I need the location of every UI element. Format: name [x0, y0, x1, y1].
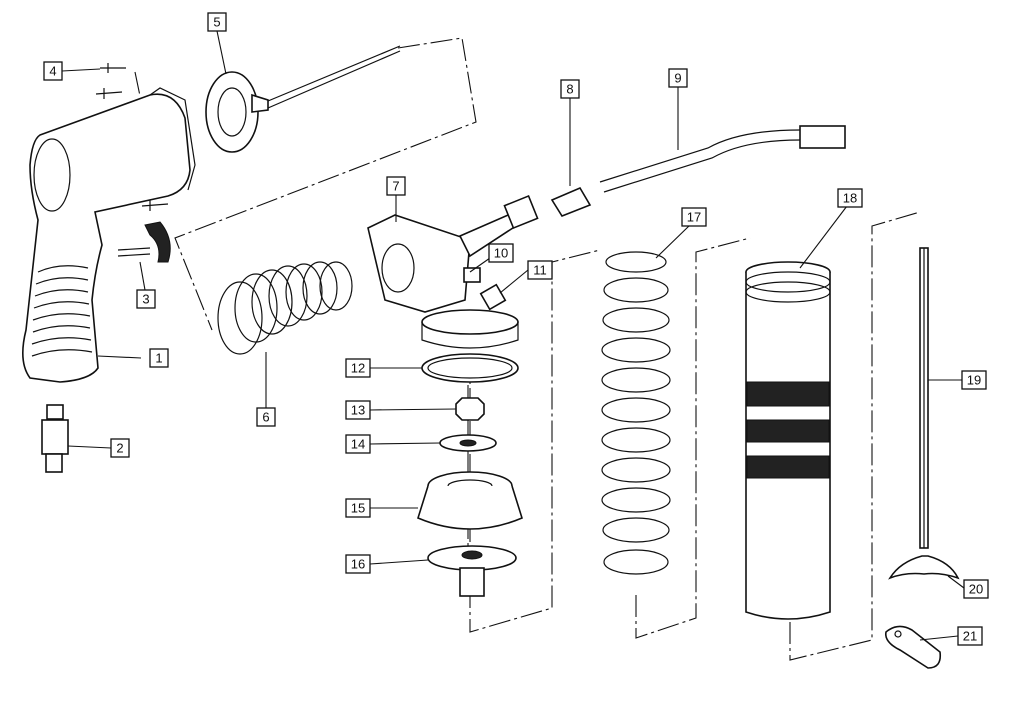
callout-13: 13	[345, 400, 371, 420]
svg-text:19: 19	[967, 373, 981, 388]
callout-15: 15	[345, 498, 371, 518]
air-inlet-fitting-part	[41, 404, 69, 473]
callout-21: 21	[957, 626, 983, 646]
retainer-clip-part	[884, 625, 942, 669]
callout-19: 19	[961, 370, 987, 390]
svg-text:15: 15	[351, 501, 365, 516]
washer-part	[439, 434, 497, 452]
callout-17: 17	[681, 207, 707, 227]
extension-tube-part	[599, 125, 846, 193]
pump-head-part	[367, 194, 539, 349]
callout-20: 20	[963, 579, 989, 599]
svg-text:12: 12	[351, 361, 365, 376]
callout-5: 5	[207, 12, 227, 32]
svg-text:18: 18	[843, 191, 857, 206]
svg-text:4: 4	[49, 64, 56, 79]
fitting-part	[463, 267, 481, 283]
follower-plate-part	[427, 545, 517, 597]
callout-16: 16	[345, 554, 371, 574]
svg-text:5: 5	[213, 15, 220, 30]
svg-text:3: 3	[142, 292, 149, 307]
callout-8: 8	[560, 79, 580, 99]
callout-1: 1	[149, 348, 169, 368]
svg-text:13: 13	[351, 403, 365, 418]
svg-text:1: 1	[155, 351, 162, 366]
piston-spring-part	[217, 261, 353, 355]
callout-4: 4	[43, 61, 63, 81]
callout-9: 9	[668, 68, 688, 88]
callout-18: 18	[837, 188, 863, 208]
callout-12: 12	[345, 358, 371, 378]
screws-part	[95, 63, 169, 211]
piston-rod-part	[205, 45, 401, 153]
svg-text:20: 20	[969, 582, 983, 597]
svg-text:17: 17	[687, 210, 701, 225]
svg-text:21: 21	[963, 629, 977, 644]
follower-rod-part	[919, 247, 929, 549]
svg-text:7: 7	[392, 179, 399, 194]
svg-text:8: 8	[566, 82, 573, 97]
callout-3: 3	[136, 289, 156, 309]
svg-text:16: 16	[351, 557, 365, 572]
o-ring-part	[421, 353, 519, 383]
callout-14: 14	[345, 434, 371, 454]
svg-text:2: 2	[116, 441, 123, 456]
svg-text:6: 6	[262, 410, 269, 425]
follower-spring-part	[601, 251, 671, 575]
svg-text:9: 9	[674, 71, 681, 86]
trigger-part	[117, 221, 171, 263]
follower-cup-part	[417, 471, 523, 530]
t-handle-part	[888, 555, 960, 580]
svg-text:11: 11	[533, 263, 547, 278]
svg-text:10: 10	[494, 246, 508, 261]
callout-2: 2	[110, 438, 130, 458]
callout-6: 6	[256, 407, 276, 427]
pistol-grip-body-part	[22, 87, 196, 383]
leader-lines	[61, 30, 965, 641]
bleeder-valve-part	[479, 283, 507, 311]
grease-barrel-part	[745, 261, 831, 620]
svg-text:14: 14	[351, 437, 365, 452]
callout-10: 10	[488, 243, 514, 263]
hex-nut-part	[455, 397, 485, 421]
coupler-nut-part	[550, 186, 592, 217]
callout-7: 7	[386, 176, 406, 196]
callout-11: 11	[527, 260, 553, 280]
